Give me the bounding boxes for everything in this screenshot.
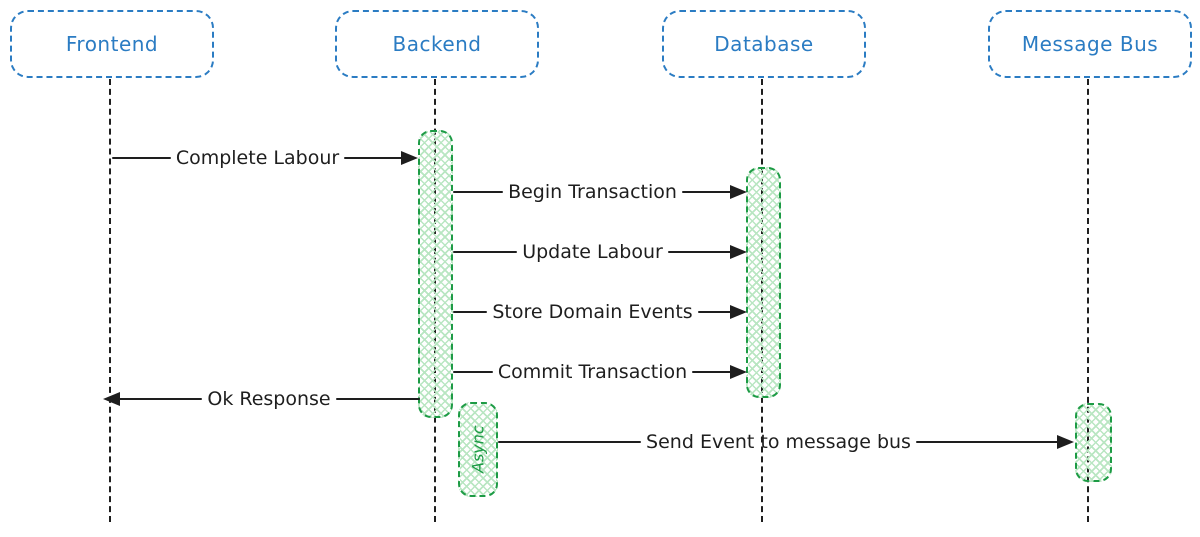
arrow-line [692,370,732,374]
arrow-line [453,370,493,374]
activation-bar-async: Async [458,402,498,497]
message-label: Send Event to message bus [646,430,911,453]
lifeline-frontend [109,79,111,522]
activation-bar-backend [418,130,453,418]
message-label: Ok Response [207,387,331,410]
participant-backend: Backend [335,10,539,78]
message-begin-transaction: Begin Transaction [453,175,747,209]
participant-message-bus: Message Bus [988,10,1192,78]
async-label: Async [468,425,488,474]
activation-bar-database [746,167,781,398]
arrowhead-right-icon [730,365,747,379]
message-ok-response: Ok Response [103,382,420,416]
message-complete-labour: Complete Labour [112,141,418,175]
message-label: Commit Transaction [497,360,688,383]
arrow-line [118,397,203,401]
participant-label: Database [714,32,814,56]
arrowhead-right-icon [401,151,418,165]
arrow-line [344,156,403,160]
participant-label: Backend [392,32,482,56]
arrowhead-right-icon [730,245,747,259]
arrowhead-right-icon [730,305,748,319]
arrow-line [112,156,171,160]
arrow-line [915,440,1059,444]
participant-frontend: Frontend [10,10,214,78]
message-send-event-to-message-bus: Send Event to message bus [498,425,1074,459]
participant-label: Message Bus [1021,32,1159,56]
arrowhead-right-icon [1057,435,1074,449]
arrow-line [667,250,732,254]
message-commit-transaction: Commit Transaction [453,355,747,389]
participant-database: Database [662,10,866,78]
arrow-line [498,440,642,444]
arrow-line [681,190,732,194]
arrow-line [453,310,488,314]
lifeline-message-bus [1087,79,1089,522]
message-label: Complete Labour [175,146,340,169]
activation-bar-message-bus [1075,403,1112,482]
message-label: Update Labour [522,240,663,263]
arrow-line [697,310,733,314]
arrow-line [453,250,518,254]
participant-label: Frontend [65,32,159,56]
arrow-line [453,190,504,194]
message-label: Store Domain Events [492,300,693,323]
arrowhead-right-icon [730,185,747,199]
arrow-line [335,397,420,401]
message-store-domain-events: Store Domain Events [453,295,748,329]
message-label: Begin Transaction [508,180,677,203]
message-update-labour: Update Labour [453,235,747,269]
arrowhead-left-icon [103,392,120,406]
